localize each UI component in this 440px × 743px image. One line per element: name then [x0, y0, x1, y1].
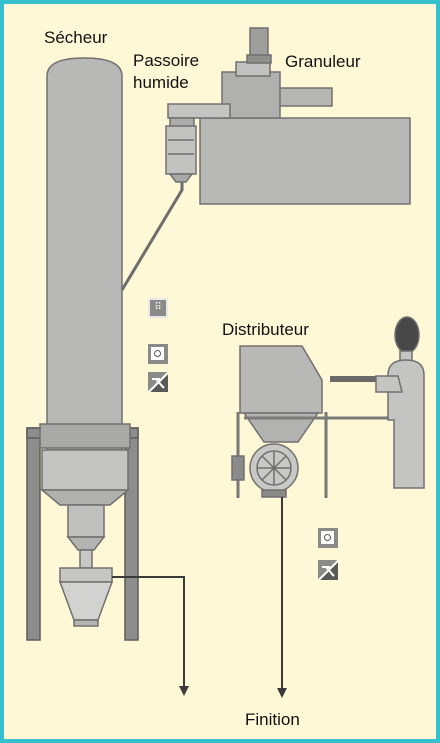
display-icon: ⠿	[148, 298, 168, 318]
distributor	[231, 345, 328, 498]
distributor-outlet-arrow	[277, 688, 287, 698]
crossed-tool-icon	[148, 372, 168, 392]
finishing-label: Finition	[245, 710, 300, 729]
dryer-label: Sécheur	[44, 28, 108, 47]
operator-figure	[375, 316, 425, 489]
dryer-outlet-arrow	[179, 686, 189, 696]
dryer-outlet-pipe	[112, 576, 185, 688]
dryer	[39, 57, 131, 569]
dryer-hopper	[58, 567, 114, 627]
distributor-label: Distributeur	[222, 320, 309, 339]
crossed-tool-icon	[318, 560, 338, 580]
granulator-label: Granuleur	[285, 52, 361, 71]
wet-sieve	[165, 117, 197, 183]
circle-icon	[148, 344, 168, 364]
wet-sieve-label: Passoire humide	[133, 51, 200, 92]
granulator	[167, 27, 411, 205]
circle-icon	[318, 528, 338, 548]
sieve-to-dryer-pipe	[120, 178, 184, 291]
tray	[330, 376, 378, 382]
